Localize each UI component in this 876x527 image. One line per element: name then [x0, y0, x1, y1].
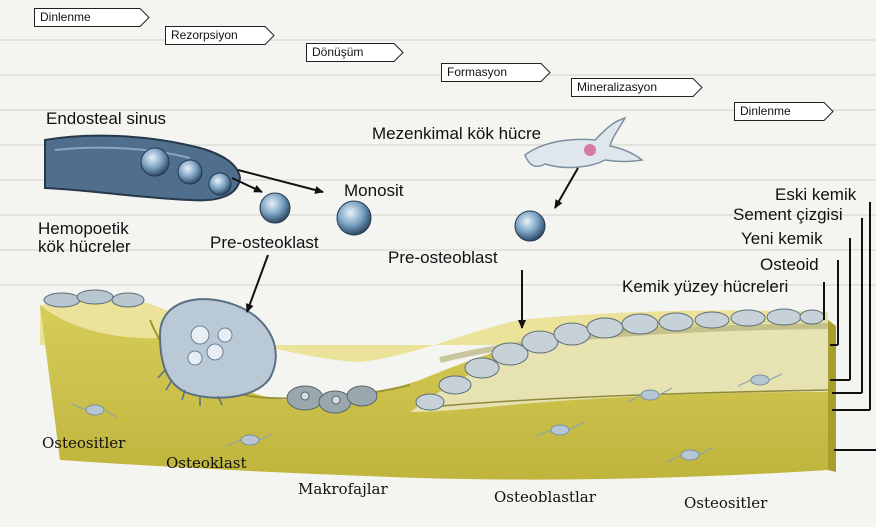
label-hemopoetik-kok-hucreler: Hemopoetik kök hücreler: [38, 220, 131, 256]
mesenchymal-stem-cell: [525, 118, 642, 167]
label-pre-osteoblast: Pre-osteoblast: [388, 249, 498, 267]
label-makrofajlar: Makrofajlar: [298, 482, 388, 498]
label-osteoblastlar: Osteoblastlar: [494, 490, 596, 506]
label-yeni-kemik: Yeni kemik: [741, 230, 823, 248]
label-endosteal-sinus: Endosteal sinus: [46, 110, 166, 128]
phase-tag-rezorpsiyon: Rezorpsiyon: [165, 26, 281, 45]
phase-tag-mineralizasyon: Mineralizasyon: [571, 78, 709, 97]
label-osteositler-right: Osteositler: [684, 496, 767, 512]
label-monosit: Monosit: [344, 182, 404, 200]
phase-tag-label: Dinlenme: [40, 10, 91, 24]
pre-osteoclast-cell: [337, 201, 371, 235]
phase-tag-dinlenme-1: Dinlenme: [34, 8, 156, 27]
phase-tag-donusum: Dönüşüm: [306, 43, 410, 62]
pre-osteoblast-cell: [515, 211, 545, 241]
phase-tag-label: Dinlenme: [740, 104, 791, 118]
label-pre-osteoklast: Pre-osteoklast: [210, 234, 319, 252]
phase-tag-label: Formasyon: [447, 65, 507, 79]
monocyte-cell: [260, 193, 290, 223]
label-osteoid: Osteoid: [760, 256, 819, 274]
lining-cells-left: [44, 290, 144, 307]
label-osteoklast: Osteoklast: [166, 456, 247, 472]
phase-tag-formasyon: Formasyon: [441, 63, 557, 82]
phase-tag-label: Mineralizasyon: [577, 80, 657, 94]
phase-tag-dinlenme-2: Dinlenme: [734, 102, 840, 121]
label-osteositler-left: Osteositler: [42, 436, 125, 452]
label-mezenkimal-kok-hucre: Mezenkimal kök hücre: [372, 125, 541, 143]
label-sement-cizgisi: Sement çizgisi: [733, 206, 843, 224]
label-eski-kemik: Eski kemik: [775, 186, 856, 204]
phase-tag-label: Rezorpsiyon: [171, 28, 238, 42]
label-kemik-yuzey-hucreleri: Kemik yüzey hücreleri: [622, 278, 788, 296]
phase-tag-label: Dönüşüm: [312, 45, 363, 59]
